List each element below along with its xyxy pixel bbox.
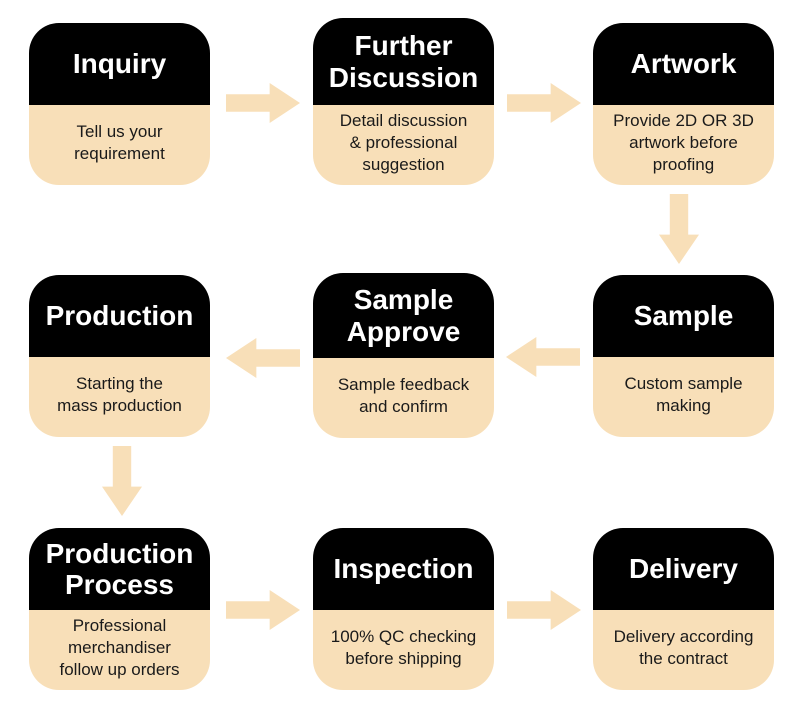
step-card-artwork: Artwork Provide 2D OR 3D artwork before … — [593, 23, 774, 185]
step-card-production: Production Starting the mass production — [29, 275, 210, 437]
step-description: Detail discussion & professional suggest… — [313, 105, 494, 185]
step-title: Production — [29, 275, 210, 357]
step-description: Delivery according the contract — [593, 610, 774, 690]
arrow-down-icon — [659, 194, 699, 264]
step-title: Sample Approve — [313, 273, 494, 358]
step-card-production-process: Production Process Professional merchand… — [29, 528, 210, 690]
step-description: Provide 2D OR 3D artwork before proofing — [593, 105, 774, 185]
step-title: Inspection — [313, 528, 494, 610]
step-title: Production Process — [29, 528, 210, 610]
arrow-down-icon — [102, 446, 142, 516]
step-title: Artwork — [593, 23, 774, 105]
arrow-right-icon — [226, 590, 300, 630]
arrow-right-icon — [226, 83, 300, 123]
step-title: Further Discussion — [313, 18, 494, 105]
step-description: Starting the mass production — [29, 357, 210, 437]
step-description: 100% QC checking before shipping — [313, 610, 494, 690]
step-card-further-discussion: Further Discussion Detail discussion & p… — [313, 18, 494, 185]
step-description: Custom sample making — [593, 357, 774, 437]
step-card-inquiry: Inquiry Tell us your requirement — [29, 23, 210, 185]
arrow-left-icon — [226, 338, 300, 378]
step-title: Inquiry — [29, 23, 210, 105]
step-description: Sample feedback and confirm — [313, 358, 494, 438]
step-title: Delivery — [593, 528, 774, 610]
arrow-right-icon — [507, 83, 581, 123]
arrow-left-icon — [506, 337, 580, 377]
step-title: Sample — [593, 275, 774, 357]
step-card-delivery: Delivery Delivery according the contract — [593, 528, 774, 690]
step-description: Professional merchandiser follow up orde… — [29, 610, 210, 690]
step-card-inspection: Inspection 100% QC checking before shipp… — [313, 528, 494, 690]
arrow-right-icon — [507, 590, 581, 630]
step-card-sample-approve: Sample Approve Sample feedback and confi… — [313, 273, 494, 438]
step-description: Tell us your requirement — [29, 105, 210, 185]
step-card-sample: Sample Custom sample making — [593, 275, 774, 437]
